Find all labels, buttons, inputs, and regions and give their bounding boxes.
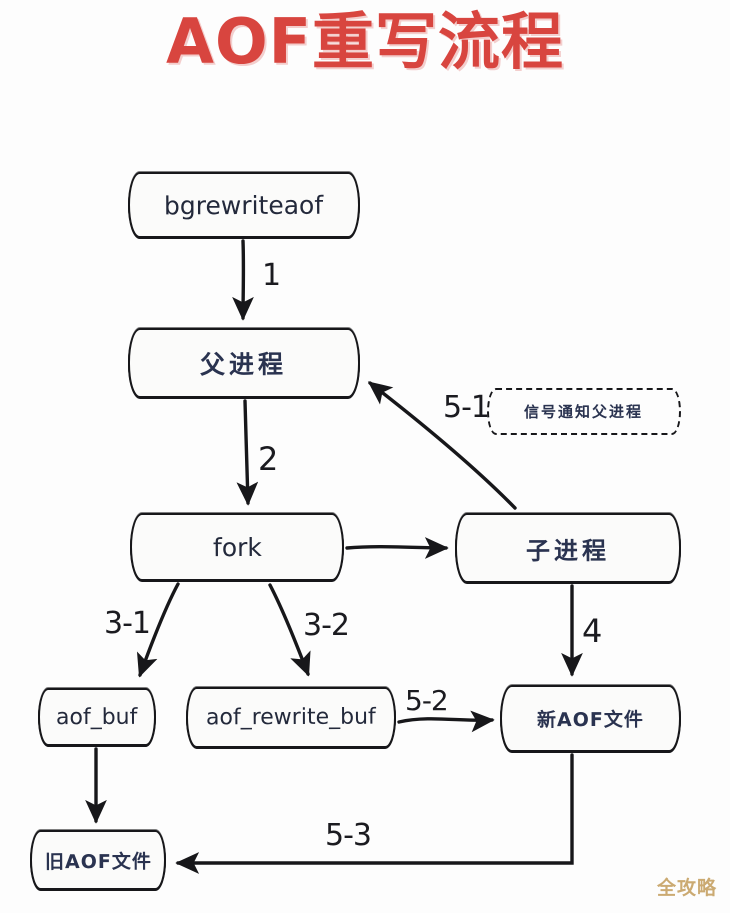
edge-label-5-3: 5-3 xyxy=(325,818,372,853)
arrow-5-2 xyxy=(397,710,495,733)
node-aof-buf-label: aof_buf xyxy=(56,704,138,730)
edge-label-5-1: 5-1 xyxy=(443,390,490,425)
edge-label-4: 4 xyxy=(582,612,602,650)
node-aof-rewrite-buf-label: aof_rewrite_buf xyxy=(206,704,376,731)
edge-label-5-2: 5-2 xyxy=(405,684,449,717)
node-aof-rewrite-buf[interactable]: aof_rewrite_buf xyxy=(186,687,396,748)
node-parent-process[interactable]: 父进程 xyxy=(128,328,360,398)
node-old-aof-file-label: 旧AOF文件 xyxy=(44,850,152,873)
node-parent-process-label: 父进程 xyxy=(200,349,288,380)
watermark: 全攻略 xyxy=(657,877,718,899)
edge-label-1: 1 xyxy=(262,258,281,293)
arrow-fork-child xyxy=(345,537,449,559)
node-child-process[interactable]: 子进程 xyxy=(455,513,681,583)
edge-label-3-2: 3-2 xyxy=(303,608,350,643)
edge-label-2: 2 xyxy=(258,440,278,478)
node-new-aof-file-label: 新AOF文件 xyxy=(537,708,644,732)
edge-label-3-1: 3-1 xyxy=(104,606,151,641)
node-fork-label: fork xyxy=(212,532,262,562)
arrow-2 xyxy=(236,399,259,506)
node-child-process-label: 子进程 xyxy=(525,536,611,565)
node-signal-notify-parent[interactable]: 信号通知父进程 xyxy=(487,388,681,435)
node-signal-notify-parent-label: 信号通知父进程 xyxy=(524,402,644,422)
node-new-aof-file[interactable]: 新AOF文件 xyxy=(500,685,681,752)
node-bgrewriteaof[interactable]: bgrewriteaof xyxy=(128,172,360,238)
node-aof-buf[interactable]: aof_buf xyxy=(38,688,156,746)
page-title: AOF重写流程 xyxy=(165,5,565,78)
node-bgrewriteaof-label: bgrewriteaof xyxy=(164,190,324,220)
arrow-5-3 xyxy=(175,753,574,874)
node-old-aof-file[interactable]: 旧AOF文件 xyxy=(30,830,166,890)
node-fork[interactable]: fork xyxy=(130,513,344,581)
